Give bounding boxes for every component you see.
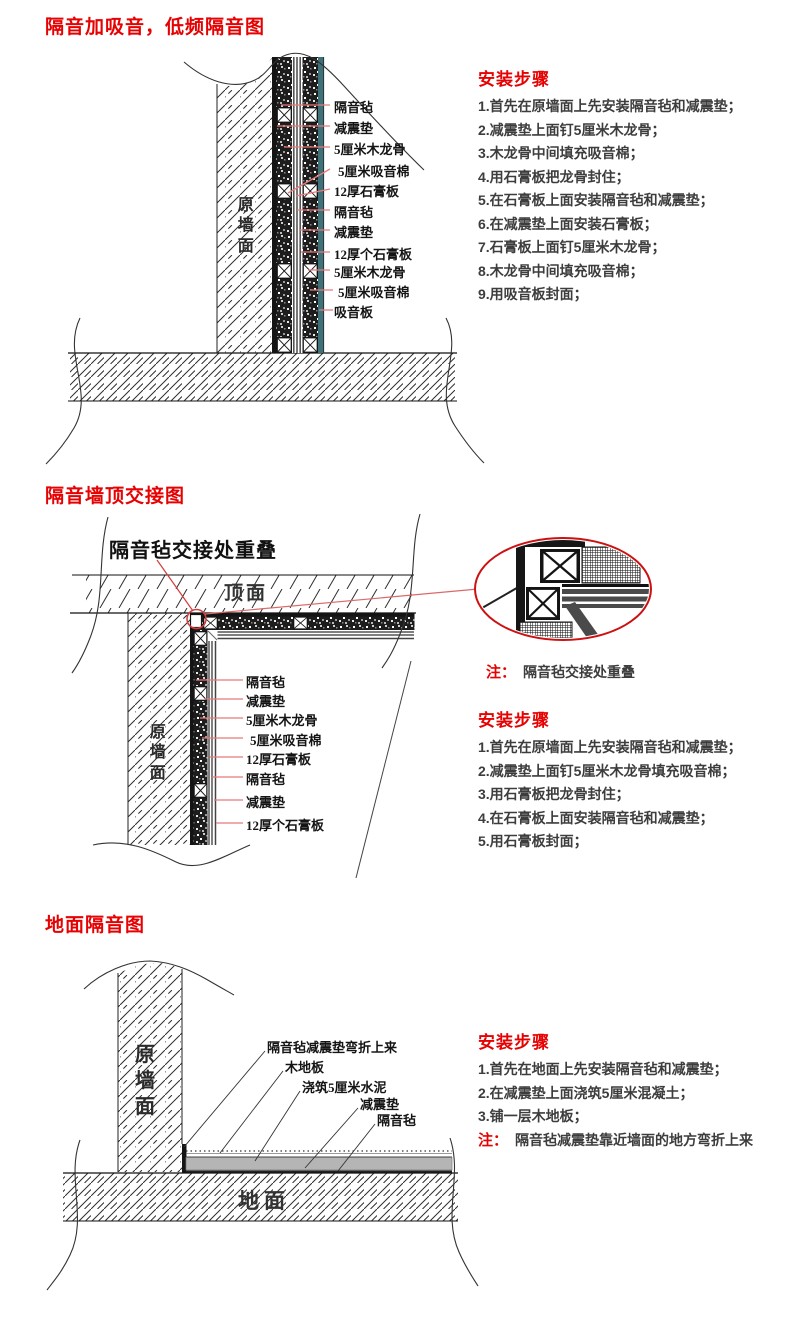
- top-break-curve: [83, 960, 235, 996]
- steps-title: 安装步骤: [478, 1033, 550, 1052]
- layer-label: 隔音毡: [246, 772, 286, 787]
- step: 9.用吸音板封面；: [478, 286, 588, 302]
- layer-label: 减震垫: [334, 225, 374, 240]
- floor-slab-hatch: [70, 353, 455, 401]
- layer-label: 减震垫: [246, 694, 286, 709]
- layer-label: 5厘米吸音棉: [338, 164, 410, 179]
- wall-assembly: [190, 613, 218, 845]
- ground-slab-hatch: [63, 1173, 458, 1221]
- step: 5.在石膏板上面安装隔音毡和减震垫；: [478, 192, 714, 208]
- layer-label: 隔音毡: [246, 675, 286, 690]
- step: 5.用石膏板封面；: [478, 833, 588, 849]
- step: 7.石膏板上面钉5厘米木龙骨；: [478, 239, 666, 255]
- section1-title: 隔音加吸音，低频隔音图: [45, 17, 266, 38]
- wall-label: 原墙面: [237, 197, 254, 255]
- layer-label: 5厘米吸音棉: [338, 285, 410, 300]
- leader-lines: [183, 1050, 376, 1172]
- steps-title: 安装步骤: [478, 70, 550, 89]
- step: 1.首先在原墙面上先安装隔音毡和减震垫；: [478, 98, 742, 114]
- step: 4.用石膏板把龙骨封住；: [478, 168, 630, 185]
- step: 1.首先在原墙面上先安装隔音毡和减震垫；: [478, 739, 742, 755]
- layer-label: 5厘米木龙骨: [334, 142, 406, 157]
- section3-note: 注： 隔音毡减震垫靠近墙面的地方弯折上来: [478, 1132, 790, 1149]
- step: 1.首先在地面上先安装隔音毡和减震垫；: [478, 1061, 728, 1077]
- section1-diagram: [45, 52, 485, 465]
- step: 3.木龙骨中间填充吸音棉；: [478, 145, 644, 161]
- note-prefix: 注：: [478, 1131, 509, 1149]
- steps-title: 安装步骤: [478, 711, 550, 730]
- layer-label: 隔音毡减震垫弯折上来: [267, 1040, 398, 1055]
- section2-steps: 安装步骤 1.首先在原墙面上先安装隔音毡和减震垫； 2.减震垫上面钉5厘米木龙骨…: [478, 711, 790, 857]
- section2-diagram: [70, 513, 652, 879]
- step: 2.减震垫上面钉5厘米木龙骨填充吸音棉；: [478, 762, 736, 779]
- ceiling-label: 顶面: [224, 583, 269, 604]
- section3-title: 地面隔音图: [45, 915, 146, 936]
- wall-hatch: [217, 58, 272, 353]
- layer-label: 12厚个石膏板: [334, 247, 413, 262]
- note-text: 隔音毡减震垫靠近墙面的地方弯折上来: [515, 1131, 754, 1148]
- step: 2.减震垫上面钉5厘米木龙骨；: [478, 121, 666, 138]
- layer-label: 5厘米木龙骨: [246, 713, 318, 728]
- layer-label: 浇筑5厘米水泥: [302, 1080, 387, 1095]
- magnified-detail: [474, 537, 652, 641]
- layer-label: 减震垫: [360, 1097, 400, 1112]
- wall-label: 原墙面: [149, 724, 166, 782]
- section2-note: 注： 隔音毡交接处重叠: [486, 661, 635, 682]
- top-break-curve: [183, 52, 425, 171]
- overlap-pointer-line: [156, 559, 194, 612]
- layer-label: 吸音板: [334, 305, 374, 320]
- wall-assembly: [272, 57, 325, 353]
- section2-title: 隔音墙顶交接图: [45, 486, 186, 507]
- layer-label: 木地板: [285, 1060, 325, 1075]
- layer-label: 5厘米木龙骨: [334, 265, 406, 280]
- step: 8.木龙骨中间填充吸音棉；: [478, 262, 644, 279]
- ceiling-hatch: [86, 575, 412, 613]
- overlap-circle: [186, 608, 207, 630]
- layer-label: 隔音毡: [334, 100, 374, 115]
- step: 6.在减震垫上面安装石膏板；: [478, 215, 658, 232]
- note-prefix: 注：: [486, 664, 517, 681]
- layer-label: 隔音毡: [334, 205, 374, 220]
- ground-label: 地面: [238, 1189, 290, 1213]
- layer-label: 12厚石膏板: [334, 184, 400, 199]
- layer-label: 12厚石膏板: [246, 752, 312, 767]
- layer-label: 减震垫: [334, 121, 374, 136]
- step: 2.在减震垫上面浇筑5厘米混凝土；: [478, 1084, 694, 1101]
- layer-label: 5厘米吸音棉: [250, 733, 322, 748]
- ceiling-assembly: [189, 613, 415, 641]
- layer-label: 减震垫: [246, 795, 286, 810]
- layer-label: 12厚个石膏板: [246, 818, 325, 833]
- section3-steps: 安装步骤 1.首先在地面上先安装隔音毡和减震垫； 2.在减震垫上面浇筑5厘米混凝…: [478, 1033, 790, 1149]
- wall-label: 原墙面: [135, 1044, 155, 1118]
- overlap-label: 隔音毡交接处重叠: [109, 540, 277, 562]
- step: 4.在石膏板上面安装隔音毡和减震垫；: [478, 809, 714, 826]
- wall-hatch: [128, 613, 190, 845]
- floor-assembly: [182, 1144, 453, 1173]
- leader-lines: [277, 104, 333, 311]
- step: 3.铺一层木地板；: [478, 1108, 588, 1124]
- step: 3.用石膏板把龙骨封住；: [478, 786, 630, 802]
- section1-steps: 安装步骤 1.首先在原墙面上先安装隔音毡和减震垫； 2.减震垫上面钉5厘米木龙骨…: [478, 70, 790, 310]
- section3-diagram: [46, 960, 479, 1291]
- magnifier-leader: [204, 588, 479, 615]
- layer-label: 隔音毡: [377, 1113, 417, 1128]
- note-text: 隔音毡交接处重叠: [523, 664, 636, 680]
- leader-lines: [196, 679, 243, 824]
- wall-hatch: [118, 963, 182, 1172]
